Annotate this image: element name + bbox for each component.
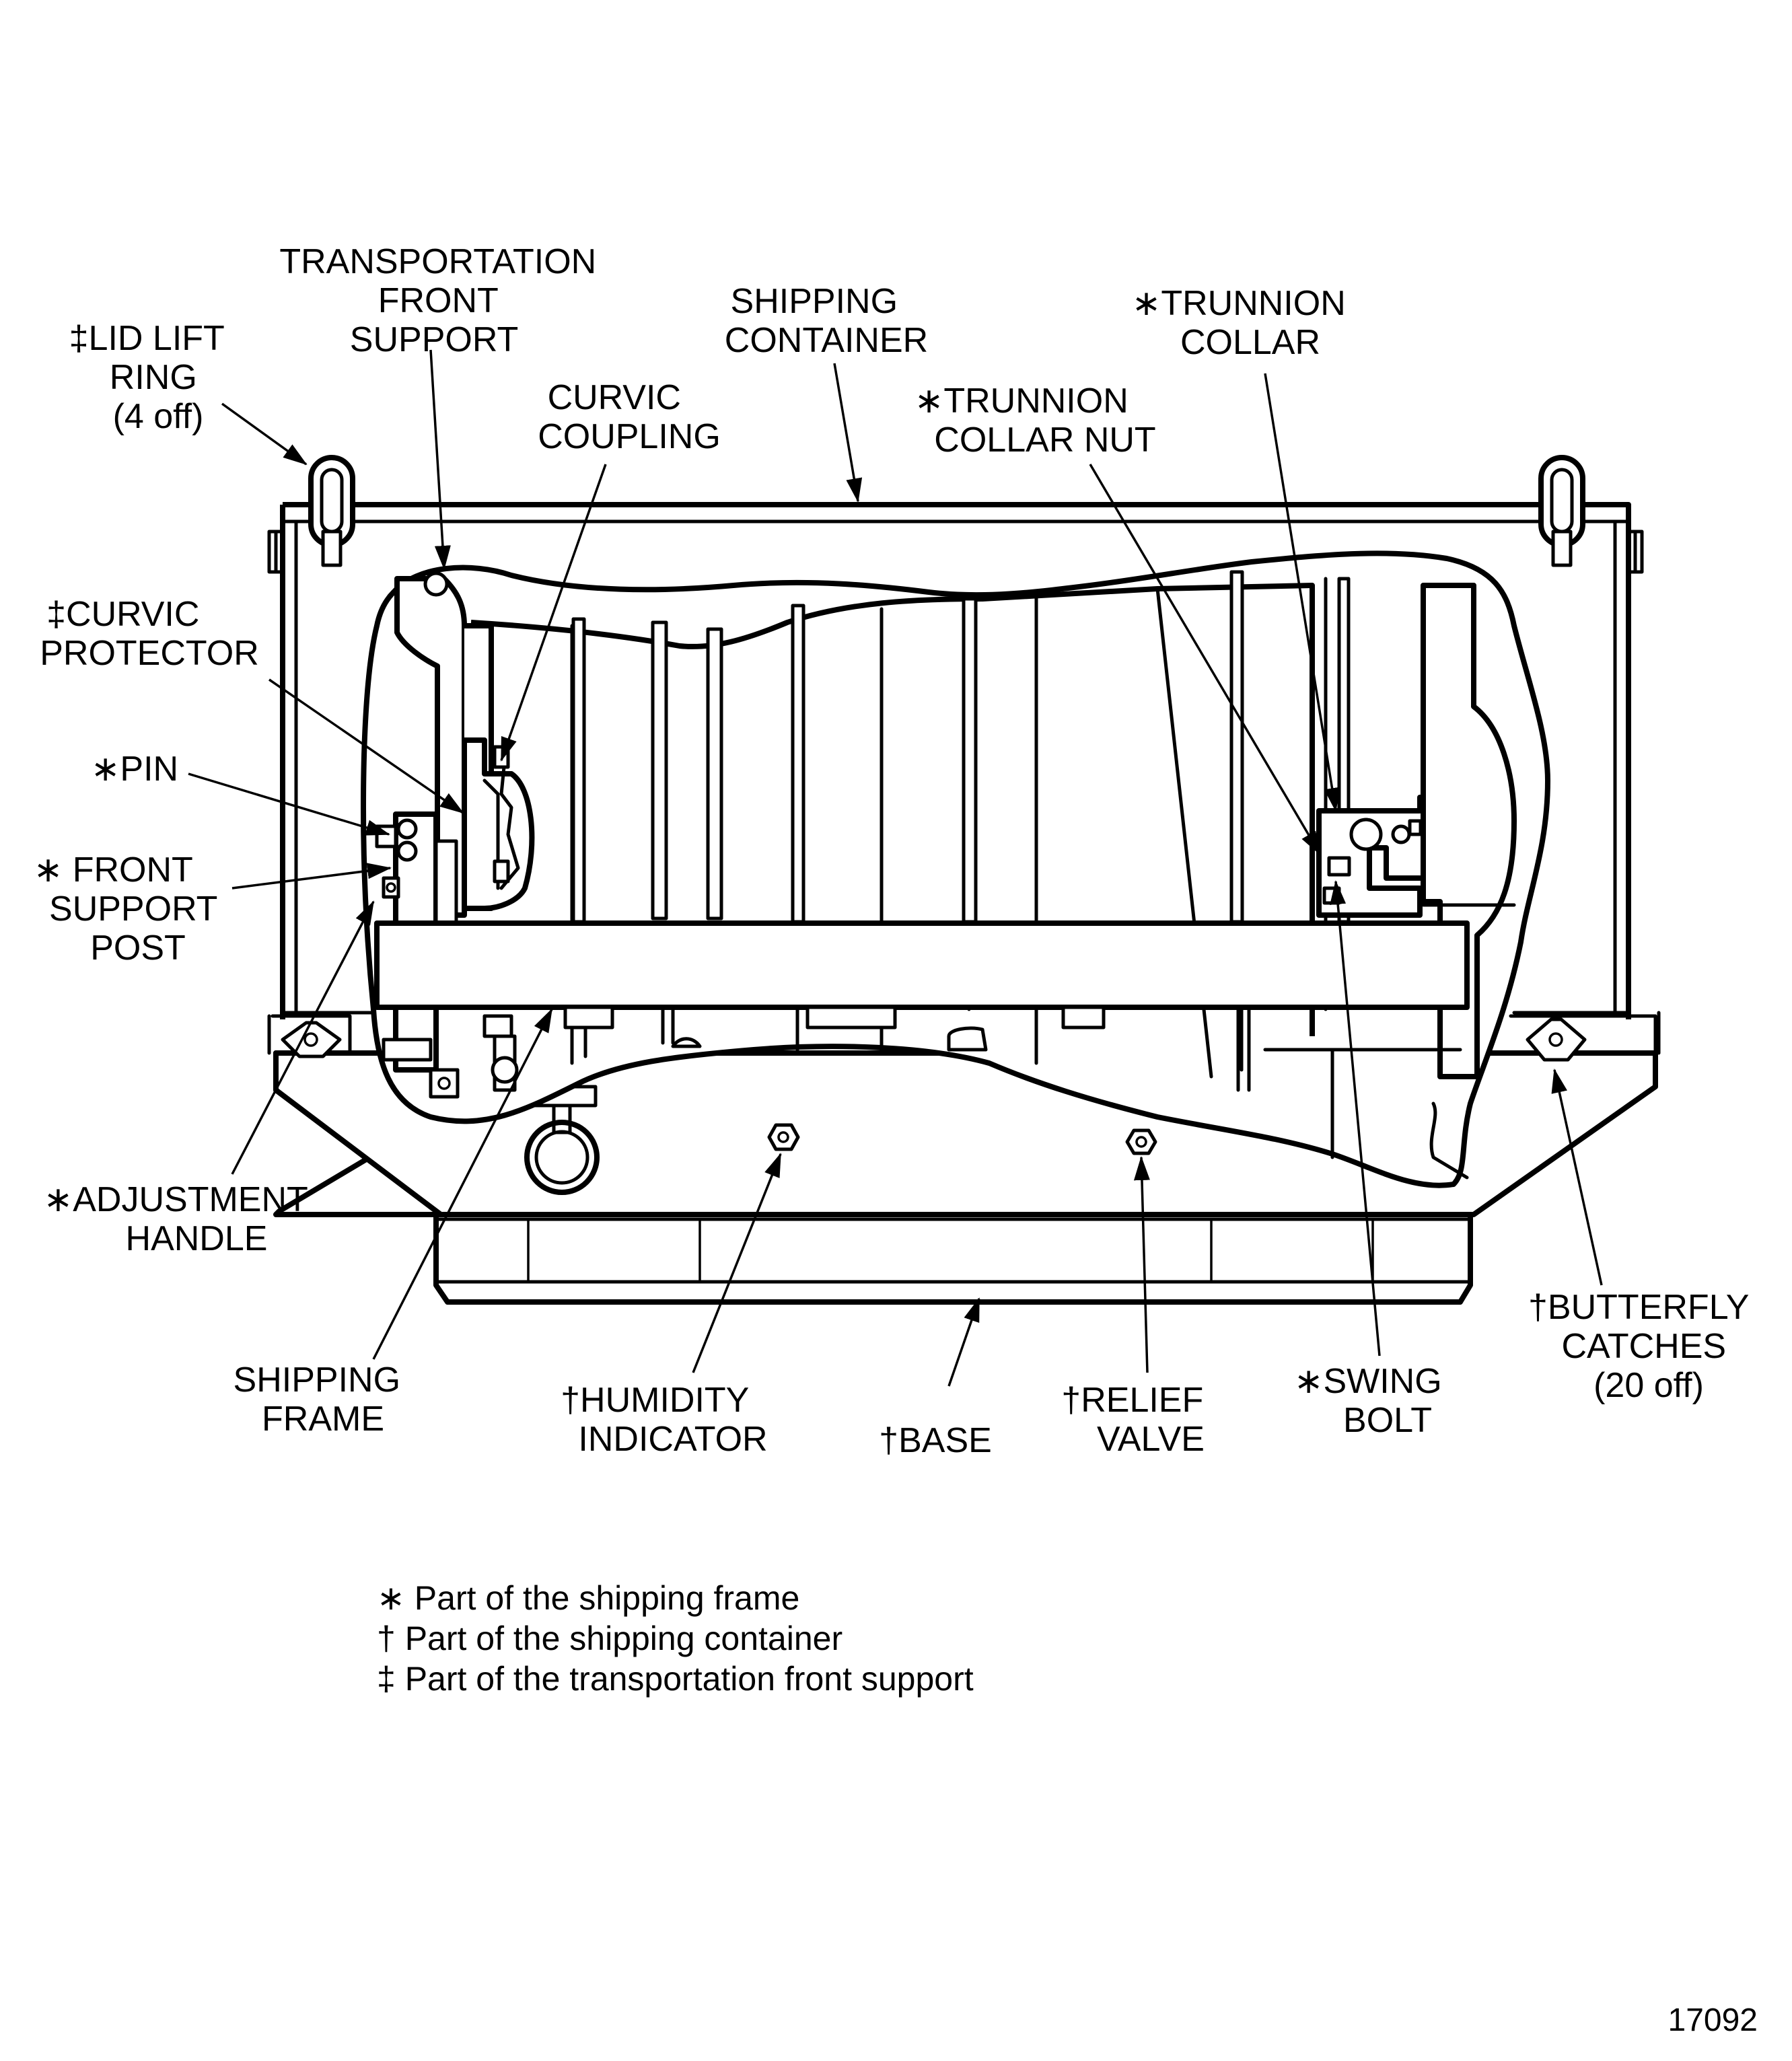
label-curvic-coupling: CURVIC COUPLING [538,378,721,456]
lid-lift-ring-left [308,455,355,567]
label-shipping-container: SHIPPING CONTAINER [725,282,928,360]
label-base: †BASE [879,1421,992,1460]
label-transportation-front-support: TRANSPORTATION FRONT SUPPORT [279,242,606,359]
figure-reference-number: 17092 [1668,2002,1758,2038]
label-adjustment-handle: ∗ADJUSTMENT HANDLE [44,1180,318,1258]
legend-item: ‡ Part of the transportation front suppo… [377,1660,974,1698]
label-lid-lift-ring: ‡LID LIFT RING (4 off) [69,319,234,436]
adjustment-handle [482,1014,519,1092]
leader-lines [188,349,1603,1387]
butterfly-catch-right [1526,1017,1587,1062]
legend-item: ∗ Part of the shipping frame [377,1579,799,1617]
label-trunnion-collar: ∗TRUNNION COLLAR [1132,284,1355,362]
humidity-indicator-nut [767,1123,800,1151]
relief-valve-nut [1125,1128,1157,1155]
label-humidity-indicator: †HUMIDITY INDICATOR [561,1381,767,1459]
label-trunnion-collar-nut: ∗TRUNNION COLLAR NUT [915,382,1156,460]
label-pin: ∗PIN [91,750,178,789]
lid-lift-ring-right [1538,455,1585,567]
label-curvic-protector: ‡CURVIC PROTECTOR [40,595,259,673]
trunnion-collar [1316,795,1433,918]
legend: ∗ Part of the shipping frame † Part of t… [377,1579,974,1698]
label-relief-valve: †RELIEF VALVE [1061,1381,1213,1459]
shipping-container-body [267,455,1644,1062]
label-swing-bolt: ∗SWING BOLT [1294,1362,1451,1440]
shipping-frame-beam [374,920,1470,1010]
legend-item: † Part of the shipping container [377,1620,843,1657]
label-butterfly-catches: †BUTTERFLY CATCHES (20 off) [1528,1288,1758,1405]
label-shipping-frame: SHIPPING FRAME [234,1361,410,1439]
curvic-coupling [462,737,535,911]
label-front-support-post: ∗ FRONT SUPPORT POST [34,851,227,968]
